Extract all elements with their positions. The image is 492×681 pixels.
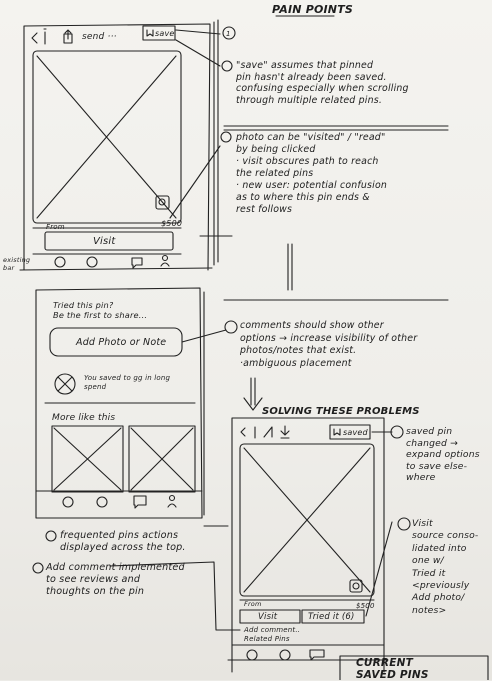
saved-button-box[interactable] <box>329 424 371 440</box>
callout-line-4 <box>181 329 227 343</box>
existing-bar-note: existing bar <box>3 256 31 272</box>
price-label: $500 <box>161 219 183 228</box>
marker-3 <box>220 131 232 143</box>
marker-r2 <box>390 425 404 439</box>
from-label: From <box>46 223 65 231</box>
page-title: PAIN POINTS <box>272 3 354 16</box>
chat-icon <box>131 257 143 269</box>
lens-icon <box>349 579 363 593</box>
phone-frame-bottom <box>227 417 389 673</box>
related-pin-1[interactable] <box>51 425 124 493</box>
marker-2 <box>221 60 233 72</box>
visit-label[interactable]: Visit <box>93 236 116 247</box>
connector-1 <box>287 243 293 291</box>
tab-bar-middle <box>35 490 203 509</box>
save-button-box[interactable] <box>142 25 176 41</box>
price-label-bottom: $500 <box>356 602 375 610</box>
from-label-bottom: From <box>244 600 262 608</box>
image-placeholder-bottom <box>239 443 375 597</box>
visit-button-top[interactable] <box>44 231 174 251</box>
note-4: comments should show other options → inc… <box>240 320 418 369</box>
saved-label[interactable]: saved <box>343 428 368 437</box>
more-like-this-label: More like this <box>52 413 116 423</box>
person-icon <box>161 254 169 262</box>
tab-bar-top <box>32 253 182 269</box>
tried-this-pin-label: Tried this pin? Be the first to share... <box>53 300 148 320</box>
note-r4: Visit source conso- lidated into one w/ … <box>412 518 479 616</box>
share-icon <box>63 29 73 44</box>
note-3: photo can be "visited" / "read" by being… <box>236 132 388 215</box>
back-arrow-icon <box>31 32 38 44</box>
add-photo-label[interactable]: Add Photo or Note <box>76 337 167 348</box>
send-label: send ··· <box>82 32 117 42</box>
note-b3: Add comment implemented to see reviews a… <box>46 562 185 597</box>
compass-icon <box>86 256 98 268</box>
callout-line-b3 <box>109 561 241 631</box>
callout-line-3 <box>169 145 221 219</box>
marker-1 <box>222 26 236 40</box>
tried-it-label[interactable]: Tried it (6) <box>308 612 355 622</box>
no-icon <box>54 373 76 395</box>
tried-it-button[interactable] <box>301 609 365 624</box>
lens-icon <box>155 195 170 210</box>
back-arrow-icon <box>240 427 246 437</box>
visit-button-bottom[interactable] <box>239 609 301 624</box>
image-placeholder-top <box>32 50 182 224</box>
solving-title: SOLVING THESE PROBLEMS <box>262 406 420 417</box>
current-saved-pins-label: CURRENT SAVED PINS <box>356 657 429 681</box>
note-b1: frequented pins actions displayed across… <box>60 530 186 553</box>
callout-line-r4 <box>365 521 393 617</box>
visit-label-bottom[interactable]: Visit <box>258 612 278 622</box>
save-label[interactable]: save <box>155 29 175 38</box>
marker-4 <box>224 320 238 334</box>
current-saved-box <box>339 655 489 680</box>
down-arrow <box>243 377 263 411</box>
share-icon <box>263 426 273 438</box>
marker-b1 <box>45 530 57 542</box>
marker-r4 <box>397 517 411 531</box>
note-divider-a <box>223 125 449 131</box>
saved-to-label: You saved to gg in long spend <box>84 374 171 391</box>
tab-bar-bottom <box>231 644 385 661</box>
pin-icon <box>54 256 66 268</box>
callout-line-1 <box>175 29 221 35</box>
marker-b3 <box>32 562 44 574</box>
phone-frame-middle <box>35 287 205 519</box>
download-icon <box>280 425 290 439</box>
note-r2: saved pin changed → expand options to sa… <box>406 426 480 484</box>
note-2: "save" assumes that pinned pin hasn't al… <box>236 60 409 106</box>
info-icon <box>43 28 47 45</box>
marker-1-num: 1 <box>226 30 231 38</box>
add-comment-label: Add comment.. Related Pins <box>244 626 301 643</box>
related-pin-2[interactable] <box>128 425 196 493</box>
callout-line-2 <box>175 39 221 67</box>
